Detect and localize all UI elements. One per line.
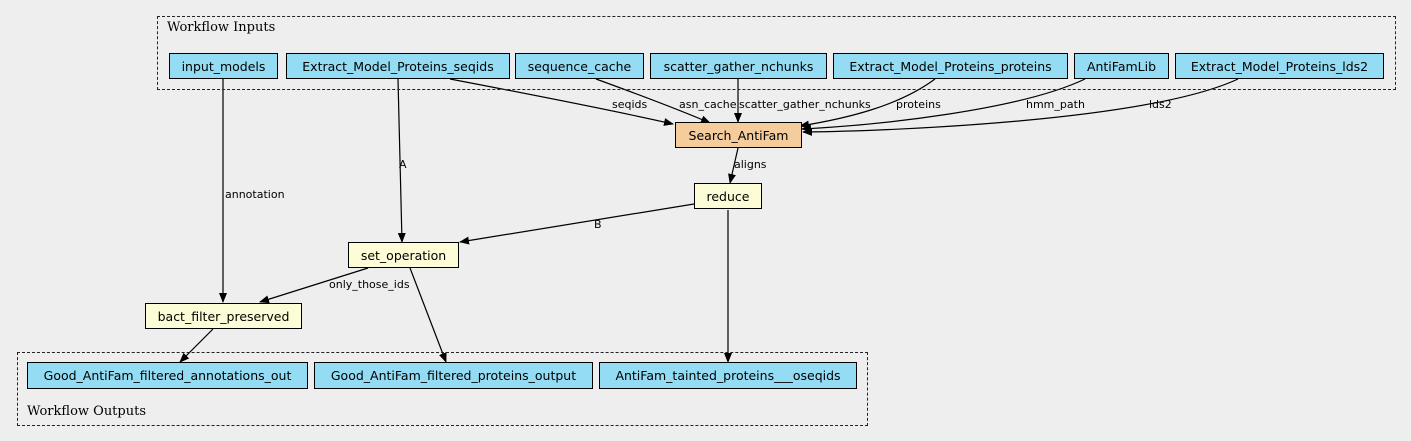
node-good-antifam-filtered-annotations-out[interactable]: Good_AntiFam_filtered_annotations_out — [27, 362, 308, 389]
edge-only-those-ids — [259, 267, 369, 304]
edge-seqids — [449, 78, 674, 126]
node-extract-model-proteins-proteins[interactable]: Extract_Model_Proteins_proteins — [833, 53, 1068, 79]
node-search-antifam[interactable]: Search_AntiFam — [675, 122, 802, 148]
edge-lds2 — [802, 78, 1239, 136]
edge-asn-cache — [595, 78, 711, 124]
edge-label-seqids: seqids — [612, 98, 648, 111]
node-extract-model-proteins-seqids[interactable]: Extract_Model_Proteins_seqids — [286, 53, 510, 79]
edge-proteins — [799, 78, 936, 129]
node-antifam-tainted-proteins-oseqids[interactable]: AntiFam_tainted_proteins___oseqids — [599, 362, 857, 389]
node-input-models[interactable]: input_models — [169, 53, 278, 79]
workflow-outputs-label: Workflow Outputs — [27, 404, 146, 419]
edge-label-only-those-ids: only_those_ids — [329, 278, 410, 291]
node-extract-model-proteins-lds2[interactable]: Extract_Model_Proteins_lds2 — [1175, 53, 1384, 79]
workflow-outputs-cluster — [17, 352, 868, 426]
edge-label-asn-cache: asn_cache — [679, 98, 737, 111]
edge-hmm-path — [801, 78, 1086, 133]
edge-label-b: B — [594, 218, 602, 231]
node-scatter-gather-nchunks[interactable]: scatter_gather_nchunks — [650, 53, 827, 79]
edge-aligns — [728, 147, 739, 184]
node-sequence-cache[interactable]: sequence_cache — [515, 53, 644, 79]
edge-to-annotations-out — [179, 328, 214, 363]
edge-label-annotation: annotation — [225, 188, 285, 201]
edge-a — [397, 78, 406, 243]
edge-b — [459, 203, 695, 245]
workflow-inputs-label: Workflow Inputs — [167, 20, 276, 35]
workflow-inputs-cluster — [157, 16, 1396, 90]
edge-label-proteins: proteins — [896, 98, 941, 111]
edge-label-a: A — [399, 158, 407, 171]
node-bact-filter-preserved[interactable]: bact_filter_preserved — [145, 303, 302, 329]
edge-label-lds2: lds2 — [1149, 98, 1172, 111]
edge-label-aligns: aligns — [734, 158, 767, 171]
node-set-operation[interactable]: set_operation — [348, 242, 459, 268]
node-reduce[interactable]: reduce — [694, 183, 762, 209]
edge-label-scatter-gather-nchunks: scatter_gather_nchunks — [739, 98, 871, 111]
edge-to-proteins-output — [409, 267, 447, 363]
node-good-antifam-filtered-proteins-output[interactable]: Good_AntiFam_filtered_proteins_output — [314, 362, 593, 389]
edge-label-hmm-path: hmm_path — [1026, 98, 1085, 111]
node-antifamlib[interactable]: AntiFamLib — [1074, 53, 1169, 79]
